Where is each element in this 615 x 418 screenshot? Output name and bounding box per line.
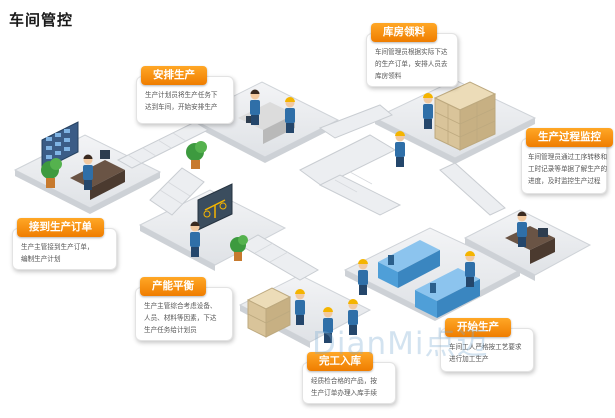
card-start: 开始生产 车间工人严格按工艺要求 进行加工生产 bbox=[440, 318, 534, 372]
card-body-finish: 经质检合格的产品，按 生产订单办理入库手续 bbox=[311, 377, 377, 397]
stairs bbox=[116, 104, 506, 281]
card-title-finish: 完工入库 bbox=[307, 352, 373, 371]
stairs-monitor bbox=[439, 162, 506, 216]
card-body-receive-order: 生产主管接到生产订单， 编制生产计划 bbox=[21, 243, 94, 263]
card-title-start: 开始生产 bbox=[445, 318, 511, 337]
stairs-zigzag bbox=[318, 174, 402, 216]
worker-figure bbox=[465, 251, 475, 287]
card-body-start: 车间工人严格按工艺要求 进行加工生产 bbox=[449, 343, 522, 363]
card-title-arrange: 安排生产 bbox=[141, 66, 207, 85]
desk-receive-order bbox=[70, 150, 125, 200]
worker-figure bbox=[250, 89, 260, 125]
card-title-monitor: 生产过程监控 bbox=[526, 128, 613, 147]
card-title-warehouse: 库房领料 bbox=[371, 23, 437, 42]
workers bbox=[83, 89, 527, 343]
platform-edges bbox=[15, 118, 535, 348]
card-body-arrange: 生产计划员将生产任务下 达到车间，开始安排生产 bbox=[145, 91, 218, 111]
worker-figure bbox=[83, 154, 93, 190]
card-balance: 产能平衡 生产主管综合考虑设备、 人员、材料等因素，下达 生产任务给计划员 bbox=[135, 277, 233, 341]
worker-figure bbox=[295, 289, 305, 325]
page-title: 车间管控 bbox=[9, 11, 74, 29]
worker-figure bbox=[348, 299, 358, 335]
worker-figure bbox=[190, 221, 200, 257]
plant-icon bbox=[230, 235, 248, 261]
card-finish: 完工入库 经质检合格的产品，按 生产订单办理入库手续 bbox=[302, 352, 396, 404]
stair-steps bbox=[127, 132, 373, 263]
watermark: DianMi点迈 bbox=[312, 326, 489, 362]
plant-icon bbox=[41, 158, 62, 188]
stairs-balance-down bbox=[238, 234, 320, 281]
production-machines bbox=[378, 240, 480, 318]
card-title-balance: 产能平衡 bbox=[140, 277, 206, 296]
card-arrange: 安排生产 生产计划员将生产任务下 达到车间，开始安排生产 bbox=[136, 66, 234, 124]
scale-board bbox=[197, 183, 233, 231]
card-warehouse: 库房领料 车间管理员根据实际下达 的生产订单，安排人员去 库房领料 bbox=[366, 23, 458, 87]
stairs-arrange-to-balance bbox=[149, 167, 205, 216]
warehouse-cartons bbox=[433, 81, 497, 151]
card-body-balance: 生产主管综合考虑设备、 人员、材料等因素，下达 生产任务给计划员 bbox=[144, 302, 217, 334]
worker-figure bbox=[517, 211, 527, 247]
card-title-receive-order: 接到生产订单 bbox=[17, 218, 104, 237]
card-body-warehouse: 车间管理员根据实际下达 的生产订单，安排人员去 库房领料 bbox=[375, 48, 448, 80]
card-body-monitor: 车间管理员通过工序转移和 工时记录等单据了解生产的 进度，及时监控生产过程 bbox=[528, 153, 608, 185]
stairs-arrange-to-warehouse bbox=[318, 104, 393, 139]
card-monitor: 生产过程监控 车间管理员通过工序转移和 工时记录等单据了解生产的 进度，及时监控… bbox=[521, 128, 613, 194]
worker-figure bbox=[285, 97, 295, 133]
worker-figure bbox=[395, 131, 405, 167]
worker-figure bbox=[323, 307, 333, 343]
control-board bbox=[41, 121, 79, 171]
worker-figure bbox=[358, 259, 368, 295]
worker-figure bbox=[423, 93, 433, 129]
stairs-receive-to-arrange bbox=[116, 121, 210, 169]
card-receive-order: 接到生产订单 生产主管接到生产订单， 编制生产计划 bbox=[12, 218, 117, 270]
plant-icon bbox=[186, 141, 207, 169]
finished-goods-cartons bbox=[246, 287, 292, 338]
